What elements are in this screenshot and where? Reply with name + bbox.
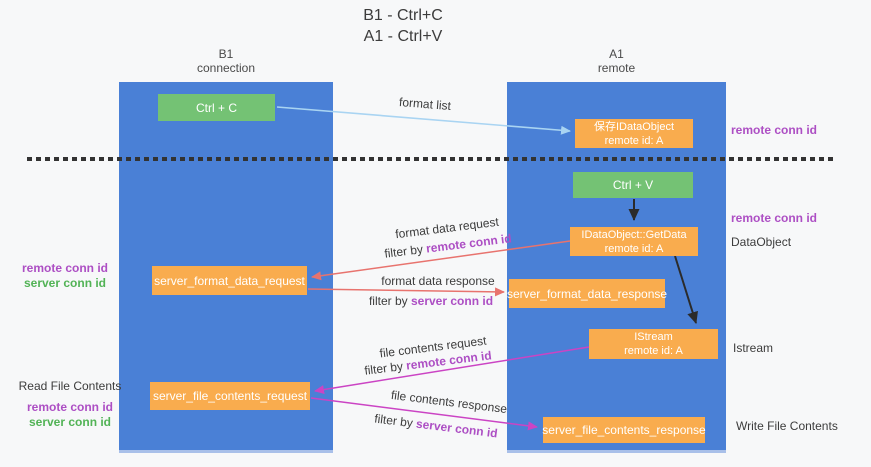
remote-conn-id-annotation-dataobject: remote conn id <box>731 211 818 225</box>
server-format-data-response-box: server_format_data_response <box>506 279 668 308</box>
save-dataobject-box: 保存IDataObject remote id: A <box>575 119 693 148</box>
dataobject-annotation: DataObject <box>731 235 792 249</box>
format-list-arrow <box>276 106 571 135</box>
save-dataobject-line1: 保存IDataObject <box>593 120 675 133</box>
getdata-line2: remote id: A <box>604 242 664 255</box>
filter-by-text: filter by <box>368 294 411 308</box>
getdata-to-istream-arrow <box>674 255 698 324</box>
istream-line2: remote id: A <box>624 345 683 357</box>
left-file-conn-ids: Read File Contents remote conn id server… <box>10 379 130 430</box>
ctrl-c-label: Ctrl + C <box>195 100 237 115</box>
server-file-contents-request-box: server_file_contents_request <box>150 382 310 410</box>
save-dataobject-line2: remote id: A <box>604 134 664 147</box>
istream-annotation: Istream <box>733 341 774 355</box>
lifeline-header-b1: B1 connection <box>119 47 333 75</box>
server-format-data-response-label: server_format_data_response <box>506 286 668 301</box>
server-conn-id-text: server conn id <box>410 294 494 308</box>
istream-line1: IStream <box>634 331 673 343</box>
format-data-request-arrow <box>311 240 571 281</box>
server-file-contents-response-label: server_file_contents_response <box>542 423 706 437</box>
phase-divider-dashed-line <box>27 157 833 161</box>
read-file-contents-annotation: Read File Contents <box>18 379 122 393</box>
ctrl-c-box: Ctrl + C <box>158 94 275 121</box>
title-line-1: B1 - Ctrl+C <box>363 7 443 24</box>
lifeline-b1-name: B1 <box>218 47 234 61</box>
remote-conn-id-annotation-left-format: remote conn id <box>21 261 108 275</box>
server-format-data-request-box: server_format_data_request <box>152 266 307 295</box>
server-file-contents-request-label: server_file_contents_request <box>152 389 308 403</box>
diagram-title: B1 - Ctrl+C A1 - Ctrl+V <box>363 5 443 47</box>
lifeline-b1-role: connection <box>196 61 256 75</box>
ctrl-v-box: Ctrl + V <box>573 172 693 198</box>
file-contents-request-arrow <box>314 346 590 395</box>
left-format-conn-ids: remote conn id server conn id <box>5 261 125 291</box>
lifeline-a1-name: A1 <box>609 47 624 61</box>
remote-conn-id-annotation-left-file: remote conn id <box>26 400 113 414</box>
format-data-response-arrow <box>307 287 505 297</box>
server-conn-id-annotation-left-file: server conn id <box>28 415 112 429</box>
istream-box: IStream remote id: A <box>589 329 718 359</box>
write-file-contents-annotation: Write File Contents <box>736 419 838 433</box>
lifeline-header-a1: A1 remote <box>507 47 726 75</box>
server-file-contents-response-box: server_file_contents_response <box>542 417 706 443</box>
getdata-box: IDataObject::GetData remote id: A <box>570 227 698 256</box>
ctrl-v-label: Ctrl + V <box>612 178 654 192</box>
format-data-response-label: format data response <box>381 274 495 288</box>
format-data-response-filter-label: filter by server conn id <box>369 294 493 308</box>
server-format-data-request-label: server_format_data_request <box>154 273 305 288</box>
server-conn-id-annotation-left-format: server conn id <box>23 276 107 290</box>
remote-conn-id-annotation-top-right: remote conn id <box>731 123 818 137</box>
file-contents-response-arrow <box>310 397 538 431</box>
lifeline-a1-role: remote <box>597 61 636 75</box>
title-line-2: A1 - Ctrl+V <box>363 28 443 45</box>
getdata-line1: IDataObject::GetData <box>581 228 687 241</box>
